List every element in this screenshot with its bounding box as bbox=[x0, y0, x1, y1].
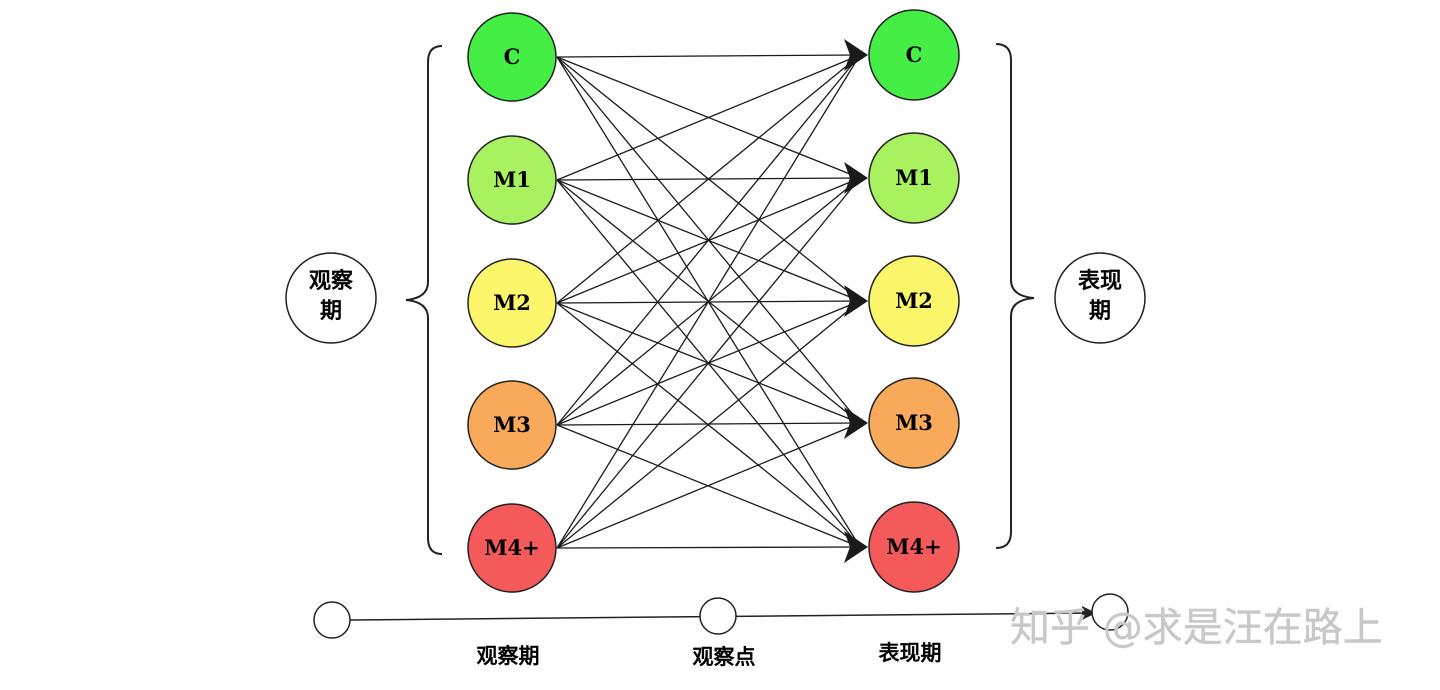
timeline-end-node bbox=[1091, 593, 1129, 631]
arrowhead-group bbox=[844, 39, 868, 563]
right-node-m4plus-circle bbox=[868, 501, 960, 593]
right-node-c-label: C bbox=[906, 42, 923, 67]
transition-edges bbox=[556, 54, 861, 549]
left-node-m4plus-circle bbox=[467, 503, 557, 593]
left-node-c-label: C bbox=[504, 44, 521, 69]
edge-m2-to-c bbox=[556, 54, 861, 304]
timeline: 观察期 观察点 表现期 bbox=[313, 593, 1129, 669]
performance-period-bubble: 表现 期 bbox=[1054, 252, 1146, 344]
left-brace bbox=[405, 45, 443, 555]
arrowhead-m4plus bbox=[844, 531, 868, 563]
timeline-observation-point-node bbox=[699, 597, 737, 635]
observation-period-line1: 观察 bbox=[309, 268, 354, 294]
performance-period-line2: 期 bbox=[1089, 298, 1111, 324]
left-node-m1: M1 bbox=[467, 135, 557, 225]
observation-period-circle bbox=[285, 252, 377, 344]
edge-m4plus-to-m1 bbox=[556, 177, 861, 549]
performance-period-circle bbox=[1054, 252, 1146, 344]
edge-m4plus-to-m3 bbox=[556, 422, 861, 549]
right-node-c-circle bbox=[868, 9, 960, 101]
left-node-c: C bbox=[467, 12, 557, 102]
left-node-c-circle bbox=[467, 12, 557, 102]
timeline-label-observation-point: 观察点 bbox=[693, 644, 756, 669]
performance-state-nodes: C M1 M2 M3 M4+ bbox=[868, 9, 960, 593]
timeline-label-observation-period: 观察期 bbox=[477, 643, 540, 668]
right-node-m4plus: M4+ bbox=[868, 501, 960, 593]
arrowhead-m3 bbox=[844, 407, 868, 439]
left-node-m4plus-label: M4+ bbox=[484, 535, 539, 560]
right-node-m1-circle bbox=[868, 132, 960, 224]
edge-m3-to-c bbox=[556, 54, 861, 426]
left-node-m3: M3 bbox=[467, 380, 557, 470]
observation-state-nodes: C M1 M2 M3 M4+ bbox=[467, 12, 557, 593]
right-node-m3-label: M3 bbox=[895, 410, 933, 435]
timeline-start-node bbox=[313, 601, 351, 639]
right-node-m1-label: M1 bbox=[895, 165, 933, 190]
arrowhead-c bbox=[844, 39, 868, 71]
left-node-m4plus: M4+ bbox=[467, 503, 557, 593]
edge-m4plus-to-c bbox=[556, 54, 861, 549]
right-node-m2-label: M2 bbox=[895, 288, 933, 313]
left-node-m1-label: M1 bbox=[493, 167, 531, 192]
edge-m1-to-c bbox=[556, 54, 861, 181]
watermark-text: 知乎 @求是汪在路上 bbox=[1010, 605, 1383, 651]
edge-m4plus-to-m2 bbox=[556, 300, 861, 549]
left-node-m3-label: M3 bbox=[493, 412, 531, 437]
arrowhead-m1 bbox=[844, 162, 868, 194]
right-brace bbox=[995, 43, 1035, 549]
right-node-m2-circle bbox=[868, 255, 960, 347]
right-node-m3-circle bbox=[868, 377, 960, 469]
observation-period-bubble: 观察 期 bbox=[285, 252, 377, 344]
right-node-m2: M2 bbox=[868, 255, 960, 347]
left-node-m1-circle bbox=[467, 135, 557, 225]
right-node-m4plus-label: M4+ bbox=[886, 534, 941, 559]
left-node-m2-circle bbox=[467, 258, 557, 348]
edge-m4plus-to-m4plus bbox=[556, 546, 861, 549]
arrowhead-m2 bbox=[844, 285, 868, 317]
observation-period-line2: 期 bbox=[320, 298, 342, 324]
right-node-c: C bbox=[868, 9, 960, 101]
left-node-m3-circle bbox=[467, 380, 557, 470]
left-node-m2-label: M2 bbox=[493, 290, 531, 315]
edge-c-to-c bbox=[556, 54, 861, 58]
timeline-arrowhead bbox=[1082, 606, 1096, 620]
left-node-m2: M2 bbox=[467, 258, 557, 348]
right-node-m3: M3 bbox=[868, 377, 960, 469]
performance-period-line1: 表现 bbox=[1078, 268, 1122, 294]
timeline-label-performance-period: 表现期 bbox=[879, 640, 942, 665]
right-node-m1: M1 bbox=[868, 132, 960, 224]
